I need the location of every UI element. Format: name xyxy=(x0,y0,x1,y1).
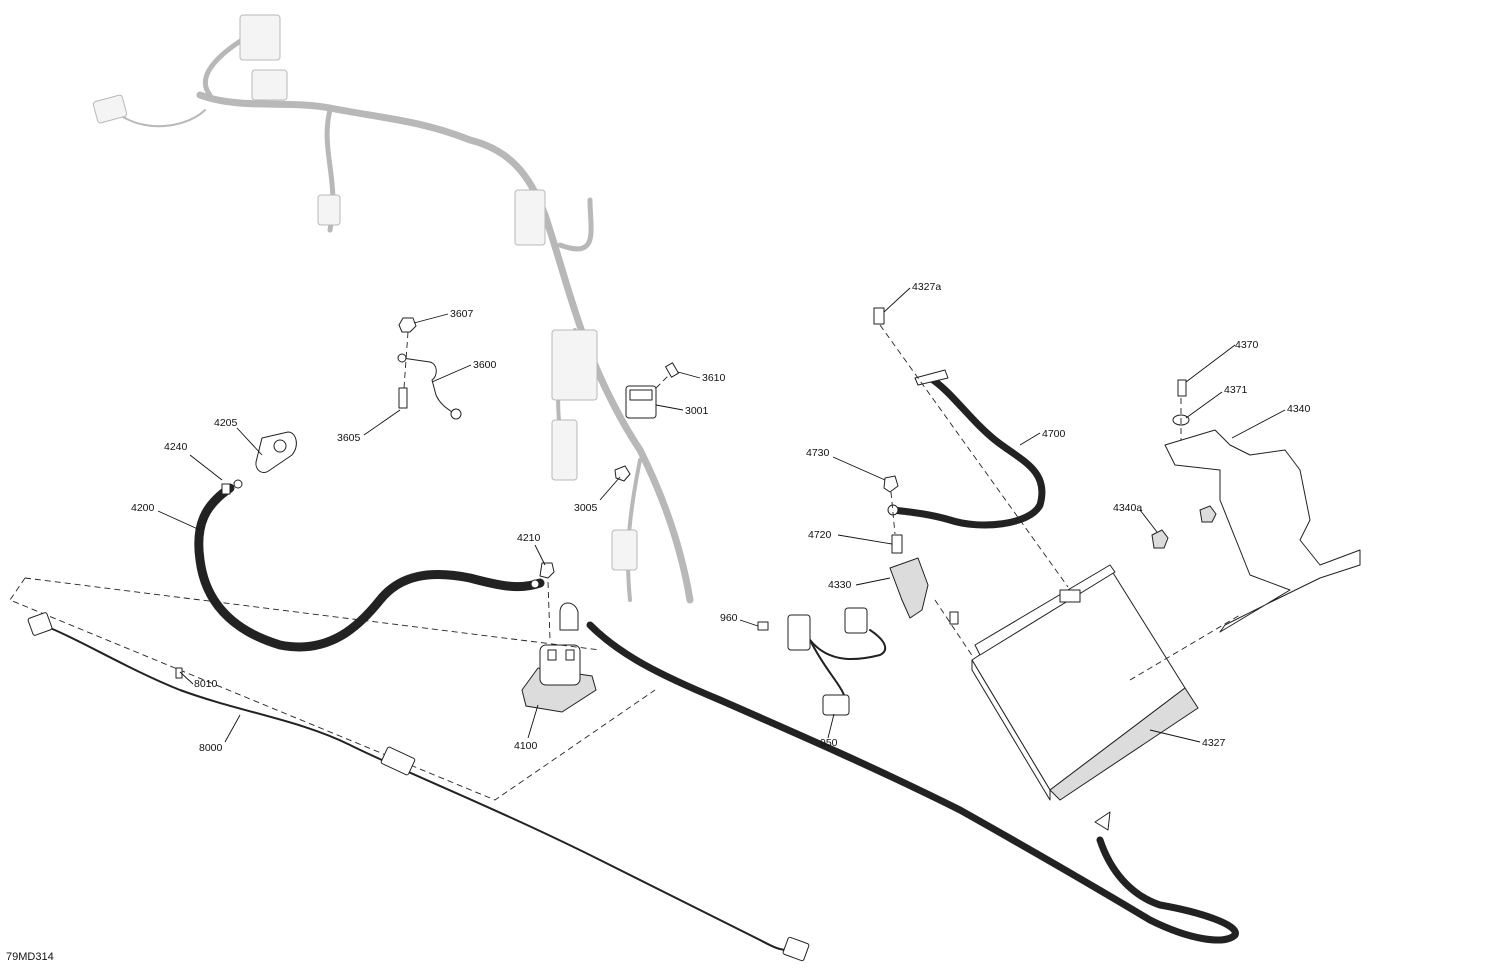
ghost-connector-icon xyxy=(514,189,546,246)
ghost-connector-icon xyxy=(317,194,341,226)
clip-icon xyxy=(175,667,183,679)
callout-4200: 4200 xyxy=(131,502,155,514)
main-harness-ghost xyxy=(92,14,694,604)
sensor-harness-950 xyxy=(757,607,887,716)
ring-terminal-icon xyxy=(233,479,243,489)
callout-4327: 4327 xyxy=(1202,737,1226,749)
callout-4210: 4210 xyxy=(517,532,541,544)
terminal-boot-icon xyxy=(559,602,579,631)
ground-strap-3600 xyxy=(397,317,462,420)
leader-lines xyxy=(157,287,1286,743)
callout-3607: 3607 xyxy=(450,308,474,320)
callout-960: 960 xyxy=(720,612,738,624)
callout-4100: 4100 xyxy=(514,740,538,752)
ghost-connector-icon xyxy=(611,529,638,571)
connector-icon xyxy=(380,746,416,776)
nut-icon xyxy=(883,475,899,493)
ring-terminal-icon xyxy=(450,408,462,420)
screw-icon xyxy=(221,483,231,495)
callout-3610: 3610 xyxy=(702,372,726,384)
connector-icon xyxy=(822,694,850,716)
ghost-connector-icon xyxy=(92,94,128,124)
callout-950: 950 xyxy=(820,737,838,749)
bolt-icon xyxy=(1177,379,1187,397)
callout-3605: 3605 xyxy=(337,432,361,444)
connector-3001 xyxy=(614,362,679,482)
bolt-icon xyxy=(873,307,885,325)
battery-4327 xyxy=(971,564,1241,801)
bolt-icon xyxy=(665,362,679,378)
terminal-boot-icon xyxy=(255,431,297,473)
callout-4720: 4720 xyxy=(808,529,832,541)
ring-terminal-icon xyxy=(1094,811,1111,831)
battery-bracket-4340 xyxy=(1151,379,1361,633)
connector-icon xyxy=(27,612,53,636)
screw-icon xyxy=(949,611,959,625)
nut-icon xyxy=(614,465,631,482)
callout-8000: 8000 xyxy=(199,742,223,754)
bolt-icon xyxy=(891,534,903,554)
ring-terminal-icon xyxy=(914,369,949,386)
ghost-connector-icon xyxy=(239,14,281,61)
connector-icon xyxy=(844,607,868,634)
ring-terminal-icon xyxy=(397,353,407,363)
ghost-connector-icon xyxy=(551,419,578,481)
callout-4370: 4370 xyxy=(1235,339,1259,351)
battery-terminal-icon xyxy=(1059,589,1081,603)
callout-4730: 4730 xyxy=(806,447,830,459)
connector-latch-icon xyxy=(629,389,653,401)
callout-3001: 3001 xyxy=(685,405,709,417)
nut-icon xyxy=(1151,529,1169,549)
callout-3005: 3005 xyxy=(574,502,598,514)
nut-icon xyxy=(398,317,417,333)
connector-icon xyxy=(782,936,810,962)
callout-8010: 8010 xyxy=(194,678,218,690)
callout-4340a: 4340a xyxy=(1113,502,1142,514)
callout-4330: 4330 xyxy=(828,579,852,591)
battery-cable-4200 xyxy=(194,431,555,652)
terminal-post-icon xyxy=(547,649,557,661)
battery-cable-4700 xyxy=(873,307,1069,588)
harness-8000 xyxy=(9,577,810,962)
nut-icon xyxy=(539,562,555,579)
positive-cable-harness xyxy=(586,621,1239,944)
callout-4340: 4340 xyxy=(1287,403,1311,415)
bolt-icon xyxy=(398,387,408,409)
terminal-boot-hole-icon xyxy=(273,439,287,453)
callout-4240: 4240 xyxy=(164,441,188,453)
callout-4327a: 4327a xyxy=(912,281,941,293)
callout-4700: 4700 xyxy=(1042,428,1066,440)
connector-icon xyxy=(787,614,811,651)
starter-solenoid-4100 xyxy=(521,581,597,713)
terminal-post-icon xyxy=(565,649,575,661)
callout-labels: 3607 3600 3605 3610 3001 3005 4205 4240 … xyxy=(131,281,1311,754)
screw-icon xyxy=(757,621,769,631)
ghost-connector-icon xyxy=(251,69,288,101)
nut-icon xyxy=(1199,505,1217,523)
callout-3600: 3600 xyxy=(473,359,497,371)
diagram-id-code: 79MD314 xyxy=(6,951,54,963)
ghost-relay-icon xyxy=(551,329,598,401)
terminal-cover-4330 xyxy=(889,557,976,661)
callout-4205: 4205 xyxy=(214,417,238,429)
ring-terminal-icon xyxy=(530,579,540,589)
callout-4371: 4371 xyxy=(1224,384,1248,396)
